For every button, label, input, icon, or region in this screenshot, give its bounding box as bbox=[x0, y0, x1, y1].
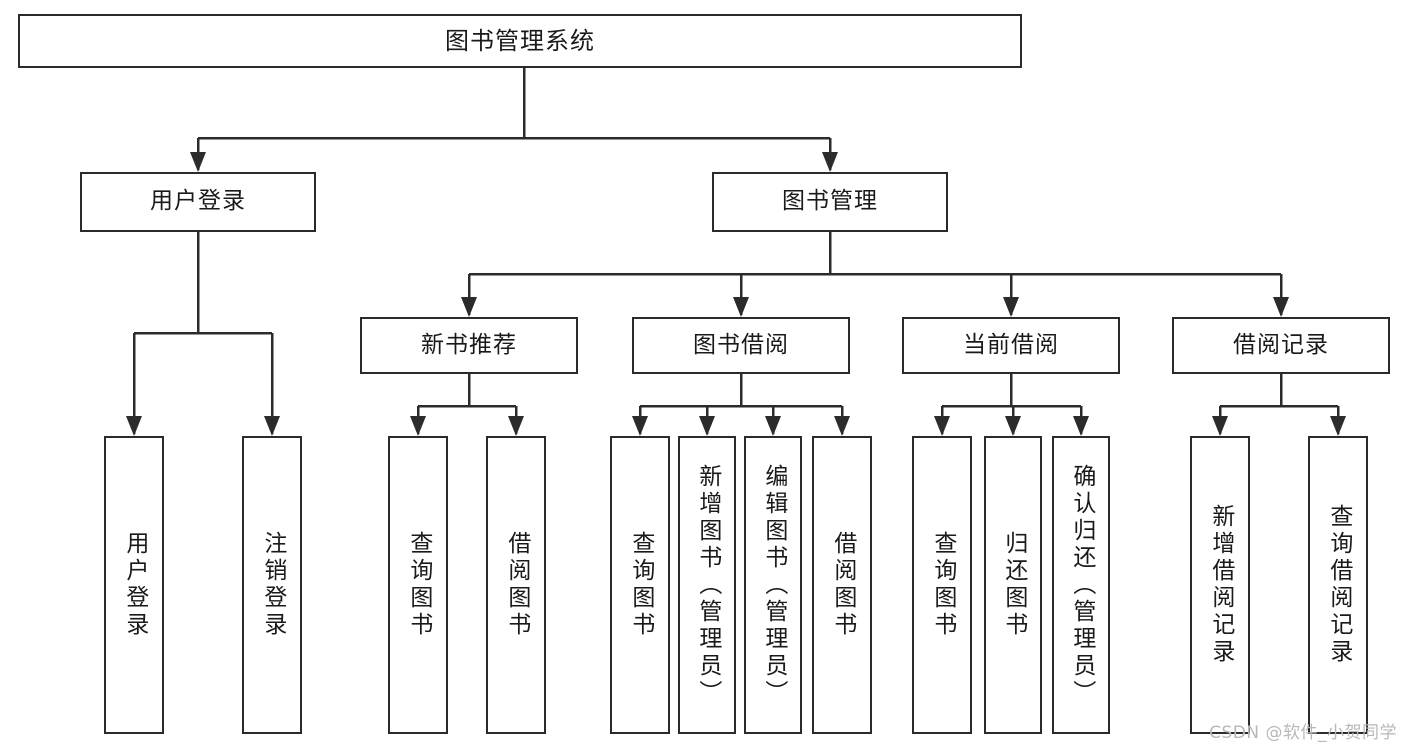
book-borrow-to-leaves-arrow-0 bbox=[632, 416, 648, 436]
node-user-login[interactable]: 用户登录 bbox=[80, 172, 316, 232]
node-leaf-borrow-book-1[interactable]: 借阅图书 bbox=[486, 436, 546, 734]
user-login-to-leaves-arrow-1 bbox=[264, 416, 280, 436]
node-leaf-return-book-label: 归还图书 bbox=[1000, 531, 1027, 639]
root-to-level2-arrow-0 bbox=[190, 152, 206, 172]
node-borrow-record-label: 借阅记录 bbox=[1233, 331, 1329, 358]
node-leaf-add-record-label: 新增借阅记录 bbox=[1207, 504, 1234, 666]
node-leaf-borrow-book-2-label: 借阅图书 bbox=[829, 531, 856, 639]
book-manage-to-level3-arrow-1 bbox=[733, 297, 749, 317]
node-leaf-borrow-book-2[interactable]: 借阅图书 bbox=[812, 436, 872, 734]
node-leaf-logout[interactable]: 注销登录 bbox=[242, 436, 302, 734]
node-leaf-edit-book[interactable]: 编辑图书（管理员） bbox=[744, 436, 802, 734]
node-new-book-rec-label: 新书推荐 bbox=[421, 331, 517, 358]
node-leaf-add-book[interactable]: 新增图书（管理员） bbox=[678, 436, 736, 734]
node-leaf-query-book-3[interactable]: 查询图书 bbox=[912, 436, 972, 734]
node-book-manage[interactable]: 图书管理 bbox=[712, 172, 948, 232]
book-manage-to-level3-arrow-3 bbox=[1273, 297, 1289, 317]
node-leaf-borrow-book-1-label: 借阅图书 bbox=[503, 531, 530, 639]
node-leaf-user-login-label: 用户登录 bbox=[121, 531, 148, 639]
root-to-level2-arrow-1 bbox=[822, 152, 838, 172]
node-current-borrow[interactable]: 当前借阅 bbox=[902, 317, 1120, 374]
node-leaf-user-login[interactable]: 用户登录 bbox=[104, 436, 164, 734]
node-book-borrow-label: 图书借阅 bbox=[693, 331, 789, 358]
current-borrow-to-leaves-arrow-2 bbox=[1073, 416, 1089, 436]
node-user-login-label: 用户登录 bbox=[150, 188, 246, 215]
book-borrow-to-leaves-arrow-2 bbox=[765, 416, 781, 436]
node-leaf-logout-label: 注销登录 bbox=[259, 531, 286, 639]
node-leaf-confirm-return[interactable]: 确认归还（管理员） bbox=[1052, 436, 1110, 734]
node-root-label: 图书管理系统 bbox=[445, 26, 595, 55]
node-leaf-add-book-label: 新增图书（管理员） bbox=[694, 463, 721, 707]
node-new-book-rec[interactable]: 新书推荐 bbox=[360, 317, 578, 374]
borrow-record-to-leaves-arrow-0 bbox=[1212, 416, 1228, 436]
node-current-borrow-label: 当前借阅 bbox=[963, 331, 1059, 358]
node-leaf-query-record-label: 查询借阅记录 bbox=[1325, 504, 1352, 666]
current-borrow-to-leaves-arrow-1 bbox=[1005, 416, 1021, 436]
book-borrow-to-leaves-arrow-1 bbox=[699, 416, 715, 436]
node-leaf-query-book-2[interactable]: 查询图书 bbox=[610, 436, 670, 734]
node-leaf-confirm-return-label: 确认归还（管理员） bbox=[1068, 463, 1095, 707]
node-leaf-edit-book-label: 编辑图书（管理员） bbox=[760, 463, 787, 707]
csdn-watermark: CSDN @软件_小贺同学 bbox=[1209, 723, 1397, 743]
node-book-borrow[interactable]: 图书借阅 bbox=[632, 317, 850, 374]
current-borrow-to-leaves-arrow-0 bbox=[934, 416, 950, 436]
book-borrow-to-leaves-arrow-3 bbox=[834, 416, 850, 436]
new-book-rec-to-leaves-arrow-0 bbox=[410, 416, 426, 436]
node-book-manage-label: 图书管理 bbox=[782, 188, 878, 215]
node-root[interactable]: 图书管理系统 bbox=[18, 14, 1022, 68]
new-book-rec-to-leaves-arrow-1 bbox=[508, 416, 524, 436]
node-leaf-query-book-1-label: 查询图书 bbox=[405, 531, 432, 639]
node-leaf-add-record[interactable]: 新增借阅记录 bbox=[1190, 436, 1250, 734]
node-leaf-query-book-2-label: 查询图书 bbox=[627, 531, 654, 639]
node-leaf-query-book-1[interactable]: 查询图书 bbox=[388, 436, 448, 734]
node-leaf-return-book[interactable]: 归还图书 bbox=[984, 436, 1042, 734]
node-borrow-record[interactable]: 借阅记录 bbox=[1172, 317, 1390, 374]
book-manage-to-level3-arrow-0 bbox=[461, 297, 477, 317]
node-leaf-query-record[interactable]: 查询借阅记录 bbox=[1308, 436, 1368, 734]
borrow-record-to-leaves-arrow-1 bbox=[1330, 416, 1346, 436]
book-manage-to-level3-arrow-2 bbox=[1003, 297, 1019, 317]
node-leaf-query-book-3-label: 查询图书 bbox=[929, 531, 956, 639]
user-login-to-leaves-arrow-0 bbox=[126, 416, 142, 436]
